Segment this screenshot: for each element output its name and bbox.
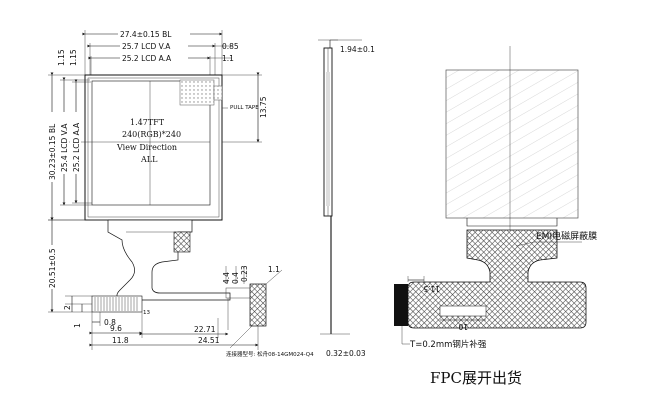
stiffener-block	[394, 284, 408, 326]
pull-tape-label: PULL TAPE	[230, 105, 259, 111]
dim-10: 10	[458, 322, 468, 331]
dim-0-23: 0.23	[240, 265, 249, 282]
fpc-height-dim: 20.51±0.5	[48, 248, 57, 288]
dim-11-5: 11.5	[423, 284, 440, 293]
contact-pins	[94, 297, 138, 311]
emi-shield-fpc	[407, 229, 587, 329]
screen-text-size: 1.47TFT	[130, 118, 165, 127]
connector-model-note: 连接器型号: 松舟08-14GM024-Q4	[226, 350, 314, 358]
lcd-va-height-dim: 25.4 LCD V.A	[60, 123, 69, 172]
side-thickness-dim: 1.94±0.1	[340, 45, 375, 54]
dim-11-8: 11.8	[112, 336, 129, 345]
connector-body	[249, 283, 267, 327]
dim-0-8: 0.8	[104, 318, 116, 327]
front-view: 27.4±0.15 BL 25.7 LCD V.A 0.85 25.2 LCD …	[46, 29, 314, 358]
stiffener-label: T=0.2mm钢片补强	[409, 339, 487, 350]
lcd-va-width-dim: 25.7 LCD V.A	[122, 42, 171, 51]
fpc-stiffener	[173, 231, 191, 253]
side-view: 1.94±0.1 0.32±0.03	[318, 39, 375, 358]
fpc-thickness-dim: 0.32±0.03	[326, 349, 366, 358]
dim-1-1-top: 1.1	[222, 54, 234, 63]
dim-1-15-b: 1.15	[69, 49, 78, 66]
bl-height-dim: 30.23±0.15 BL	[48, 123, 57, 180]
dim-9-6: 9.6	[110, 324, 122, 333]
bl-width-dim: 27.4±0.15 BL	[120, 30, 172, 39]
lcd-aa-height-dim: 25.2 LCD A.A	[72, 122, 81, 172]
dim-1-1-connector: 1.1	[268, 265, 280, 274]
screen-text-view: View Direction	[116, 143, 177, 152]
active-area	[91, 80, 211, 206]
connector-contacts	[91, 295, 143, 313]
dim-2: 2	[63, 305, 72, 310]
dim-4-4: 4.4	[222, 272, 231, 284]
dim-0-4: 0.4	[231, 272, 240, 284]
pin-13-label: 13	[143, 310, 150, 316]
caption: FPC展开出货	[430, 369, 522, 387]
emi-label: EMI电磁屏蔽膜	[536, 230, 597, 242]
dim-0-85: 0.85	[222, 42, 239, 51]
lcd-aa-width-dim: 25.2 LCD A.A	[122, 54, 172, 63]
unfold-screen	[445, 69, 579, 219]
dim-24-51: 24.51	[198, 336, 220, 345]
pull-tape	[179, 79, 215, 106]
screen-text-resolution: 240(RGB)*240	[122, 130, 181, 139]
dim-1-15-a: 1.15	[57, 49, 66, 66]
dim-22-71: 22.71	[194, 325, 216, 334]
dim-13-75: 13.75	[259, 96, 268, 118]
screen-text-all: ALL	[140, 155, 158, 164]
dim-1: 1	[73, 323, 82, 328]
fpc-unfold-view: EMI电磁屏蔽膜 11.5 10 T=0.2mm钢片补强	[394, 46, 597, 350]
